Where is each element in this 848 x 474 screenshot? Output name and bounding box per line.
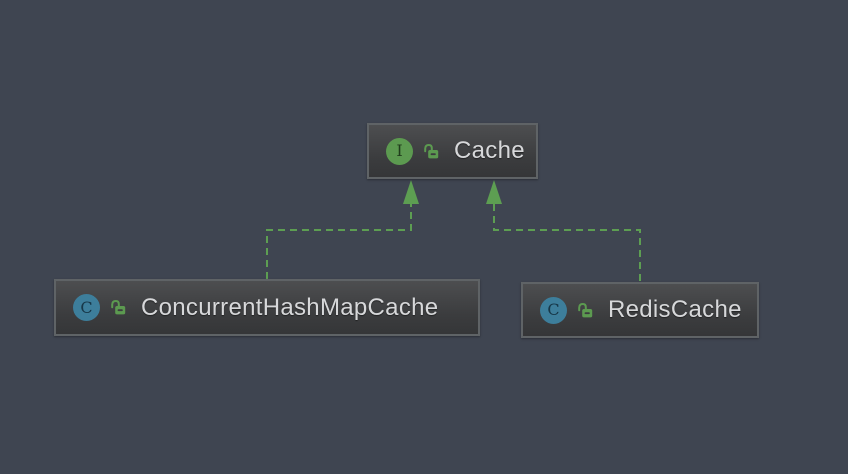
class-icon: C	[540, 296, 567, 324]
node-concurrenthashmapcache-class[interactable]: C ConcurrentHashMapCache	[54, 279, 480, 336]
node-label: ConcurrentHashMapCache	[141, 293, 439, 321]
arrowhead-icon	[403, 180, 419, 204]
node-cache-interface[interactable]: I Cache	[367, 123, 538, 179]
edge-line	[493, 204, 641, 281]
public-unlocked-icon	[424, 143, 439, 158]
edge-line	[266, 204, 412, 279]
public-unlocked-icon	[111, 299, 126, 315]
public-unlocked-icon	[578, 302, 593, 317]
edge-implements-rediscache-cache[interactable]	[486, 180, 641, 281]
edge-implements-concurrenthashmapcache-cache[interactable]	[266, 180, 419, 279]
arrowhead-icon	[486, 180, 502, 204]
node-label: Cache	[454, 137, 525, 164]
node-rediscache-class[interactable]: C RedisCache	[521, 282, 759, 338]
class-icon: C	[73, 294, 100, 321]
node-label: RedisCache	[608, 296, 742, 323]
interface-icon: I	[386, 137, 413, 165]
